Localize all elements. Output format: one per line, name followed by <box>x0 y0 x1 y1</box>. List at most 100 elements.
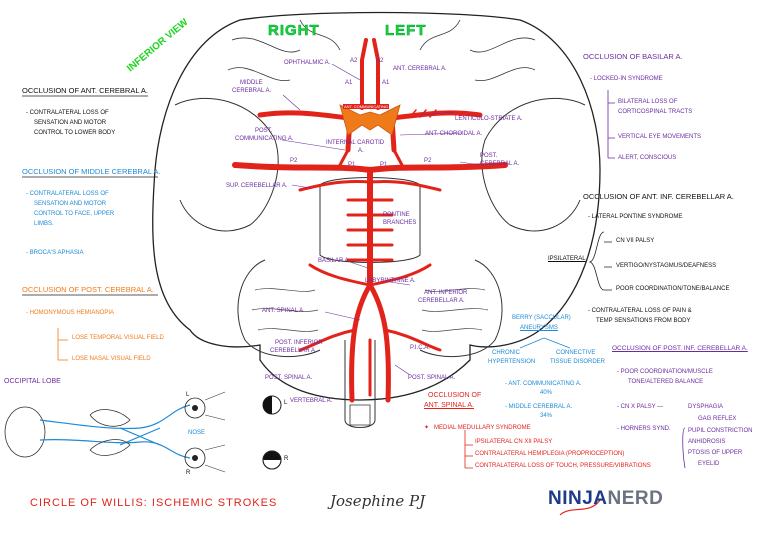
mca-broca: - BROCA'S APHASIA <box>26 250 84 256</box>
right-label: RIGHT <box>268 22 320 40</box>
ant-spinal-label: ANT. SPINAL A. <box>262 308 305 314</box>
pica-horners: - HORNERS SYND. <box>617 426 671 432</box>
p1-right-label: P1 <box>380 162 388 168</box>
pica-note-1: - POOR COORDINATION/MUSCLE <box>617 369 713 375</box>
right-cerebellum <box>419 259 503 358</box>
left-aca <box>360 38 368 110</box>
post-communicating-label-2: COMMUNICATING A. <box>235 136 294 142</box>
left-sca <box>368 180 442 192</box>
berry-branches <box>519 337 571 349</box>
pontine-branches-label-1: PONTINE <box>383 212 410 218</box>
right-temporal-lobe <box>481 98 586 232</box>
asa-title-2: ANT. SPINAL A. <box>424 402 474 409</box>
locked-in-bracket <box>607 90 615 159</box>
aica-label-2: CEREBELLAR A. <box>418 298 465 304</box>
visual-field-circles <box>262 395 282 470</box>
ipsi-cn12: IPSILATERAL CN XII PALSY <box>475 439 553 445</box>
internal-carotid-label-1: INTERNAL CAROTID <box>326 140 385 146</box>
right-pica <box>298 328 357 352</box>
right-vertebral <box>349 282 373 403</box>
pca-occlusion-title: OCCLUSION OF POST. CEREBRAL A. <box>22 285 154 294</box>
aica-label-1: ANT. INFERIOR <box>424 290 468 296</box>
left-pcomm <box>392 148 404 167</box>
ant-choroidal-label: ANT. CHOROIDAL A. <box>425 131 483 137</box>
asa-title-1: OCCLUSION OF <box>428 392 482 399</box>
left-temporal-lobe <box>174 98 279 232</box>
berry-title-1: BERRY (SACCULAR) <box>512 315 571 321</box>
signature: Josephine PJ <box>330 492 426 510</box>
pica-ptosis: PTOSIS OF UPPER <box>688 450 743 456</box>
label-leaders <box>281 63 481 376</box>
a1-right-label: A1 <box>382 80 390 86</box>
medulla <box>344 340 376 428</box>
eye-l-label: L <box>186 392 190 398</box>
ipsilateral-label: IPSILATERAL <box>548 256 586 262</box>
left-pca <box>367 162 508 173</box>
mca-note-3: CONTROL TO FACE, UPPER <box>34 211 115 217</box>
horner-brace <box>682 427 686 469</box>
lenticulo-striate <box>409 109 437 118</box>
brain-outline <box>152 11 601 401</box>
aica-coordination: POOR COORDINATION/TONE/BALANCE <box>616 286 730 292</box>
nose-label: NOSE <box>188 430 206 436</box>
ipsilateral-brace <box>588 231 612 291</box>
mca-note-1: - CONTRALATERAL LOSS OF <box>26 191 109 197</box>
pca-arrows <box>57 328 68 361</box>
logo-ninja: NINJA <box>548 488 608 509</box>
pontine-branches-label-2: BRANCHES <box>383 220 417 226</box>
ninja-swoosh <box>559 499 601 516</box>
a1-left-label: A1 <box>345 80 353 86</box>
right-sca <box>298 180 372 192</box>
ant-cerebral-label: ANT. CEREBRAL A. <box>393 66 447 72</box>
internal-carotid-label-2: A. <box>358 148 364 154</box>
frontal-gyri <box>227 19 536 82</box>
pica-right-label: P.I.C.A. <box>410 345 430 351</box>
basilar-note-2a: BILATERAL LOSS OF <box>618 99 678 105</box>
right-mca <box>257 110 353 121</box>
aica-contra-2: TEMP SENSATIONS FROM BODY <box>596 318 691 324</box>
pica-note-1b: TONE/ALTERED BALANCE <box>628 379 704 385</box>
basilar-note-3: VERTICAL EYE MOVEMENTS <box>618 134 702 140</box>
right-pcomm <box>338 148 350 167</box>
aica-note-1: - LATERAL PONTINE SYNDROME <box>588 214 683 220</box>
basilar-note-2b: CORTICOSPINAL TRACTS <box>618 109 693 115</box>
aica-vertigo: VERTIGO/NYSTAGMUS/DEAFNESS <box>616 263 717 269</box>
aica-cn7: CN VII PALSY <box>616 238 655 244</box>
footer-title: CIRCLE OF WILLIS: ISCHEMIC STROKES <box>30 497 278 509</box>
eye-r-label: R <box>186 470 191 476</box>
left-cerebellum <box>237 259 321 358</box>
left-pica <box>383 328 442 352</box>
field-l-label: L <box>284 400 288 406</box>
basilar-occlusion-title: OCCLUSION OF BASILAR A. <box>583 52 683 61</box>
mca-note-2: SENSATION AND MOTOR <box>34 201 107 207</box>
occipital-lobe-label: OCCIPITAL LOBE <box>4 378 61 385</box>
sup-cerebellar-label: SUP. CEREBELLAR A. <box>226 183 288 189</box>
post-cerebral-label-2: CEREBRAL A. <box>480 161 520 167</box>
mca-occlusion-title: OCCLUSION OF MIDDLE CEREBRAL A. <box>22 167 161 176</box>
p1-left-label: P1 <box>348 162 356 168</box>
p2-right-label: P2 <box>424 158 432 164</box>
vertebral-label: VERTEBRAL A. <box>290 398 333 404</box>
berry-title-2: ANEURYSMS <box>520 325 558 331</box>
asa-bracket <box>464 430 473 469</box>
header-underline <box>22 95 158 296</box>
logo-nerd: NERD <box>607 488 664 509</box>
a2-left-label: A2 <box>350 58 358 64</box>
contra-touch: CONTRALATERAL LOSS OF TOUCH, PRESSURE/VI… <box>475 463 651 469</box>
ophthalmic-label: OPHTHALMIC A. <box>284 60 331 66</box>
pica-occlusion-title: OCCLUSION OF POST. INF. CEREBELLAR A. <box>612 345 748 352</box>
labyrinthine-label: LABYRINTHINE A. <box>365 278 416 284</box>
arteries <box>232 38 508 403</box>
pica-anhidrosis: ANHIDROSIS <box>688 439 726 445</box>
optic-chiasm <box>339 104 401 136</box>
medial-medullary: MEDIAL MEDULLARY SYNDROME <box>434 425 531 431</box>
spinal-cord-end <box>349 404 371 426</box>
basilar-note-1: - LOCKED-IN SYNDROME <box>590 76 663 82</box>
aca-note-3: CONTROL TO LOWER BODY <box>34 130 116 136</box>
p2-left-label: P2 <box>290 158 298 164</box>
right-aica <box>308 263 372 287</box>
right-aca <box>372 38 380 110</box>
middle-cerebral-label-2: CEREBRAL A. <box>232 88 272 94</box>
pica-dysphagia: DYSPHAGIA <box>688 404 724 410</box>
